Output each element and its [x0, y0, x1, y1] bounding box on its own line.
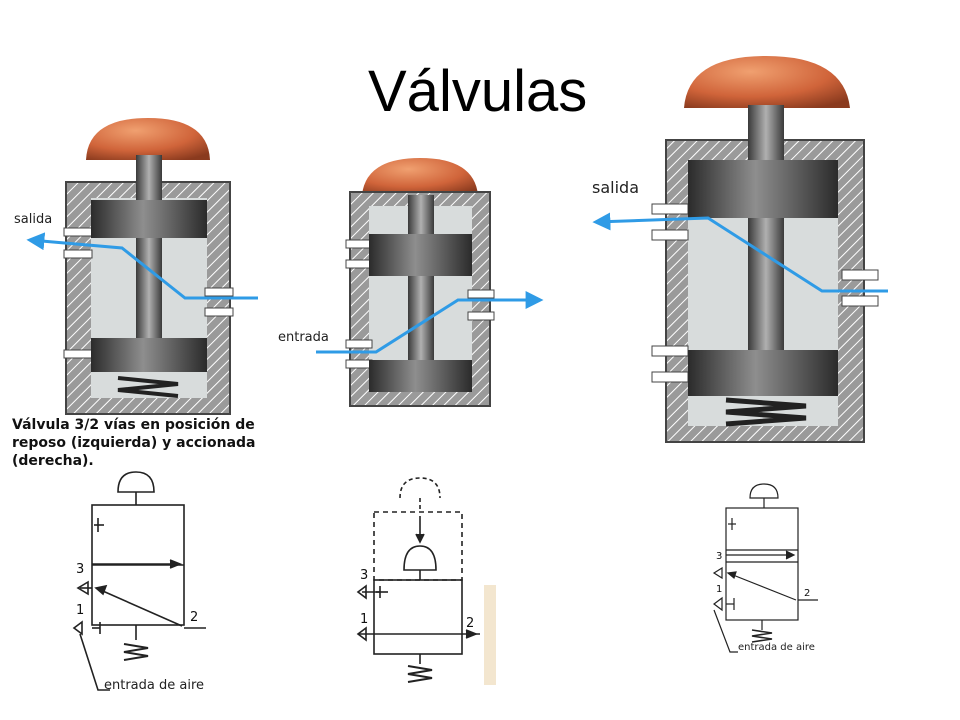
flow-right: [592, 212, 888, 293]
valve-left-rest: [26, 118, 258, 415]
spring-left: [117, 376, 179, 398]
spool-middle-top: [369, 234, 472, 276]
symbol-left: [72, 471, 206, 691]
flow-left: [26, 232, 258, 300]
port-3-left: 3: [76, 562, 85, 577]
valve-middle: [316, 158, 544, 407]
port-3-middle: 3: [360, 568, 369, 583]
symbol-middle: [356, 477, 480, 683]
label-salida-left: salida: [14, 212, 53, 227]
port-2-left: 2: [190, 610, 199, 625]
spring-right: [725, 397, 807, 427]
port-1-left: 1: [76, 603, 85, 618]
valve-right-actuated: [592, 56, 888, 443]
spool-left-top: [91, 200, 207, 238]
port-2-middle: 2: [466, 616, 475, 631]
spool-right-top: [688, 160, 838, 218]
port-3-right: 3: [716, 551, 723, 562]
spool-right-bottom: [688, 350, 838, 396]
port-1-right: 1: [716, 584, 723, 595]
label-salida-right: salida: [592, 178, 639, 197]
knob-right: [684, 56, 850, 108]
port-1-middle: 1: [360, 612, 369, 627]
knob-left: [86, 118, 210, 160]
port-2-right: 2: [804, 588, 811, 599]
symbol-right: [712, 483, 818, 653]
label-entrada-middle: entrada: [278, 330, 329, 345]
spool-middle-bottom: [369, 360, 472, 392]
scan-edge: [484, 585, 496, 685]
knob-middle: [362, 158, 478, 195]
label-entrada-aire-right: entrada de aire: [738, 642, 815, 653]
caption: Válvula 3/2 vías en posición de reposo (…: [12, 417, 256, 469]
spool-left-bottom: [91, 338, 207, 372]
flow-middle: [316, 291, 544, 354]
page-title: Válvulas: [368, 59, 588, 124]
label-entrada-aire-left: entrada de aire: [104, 678, 205, 693]
